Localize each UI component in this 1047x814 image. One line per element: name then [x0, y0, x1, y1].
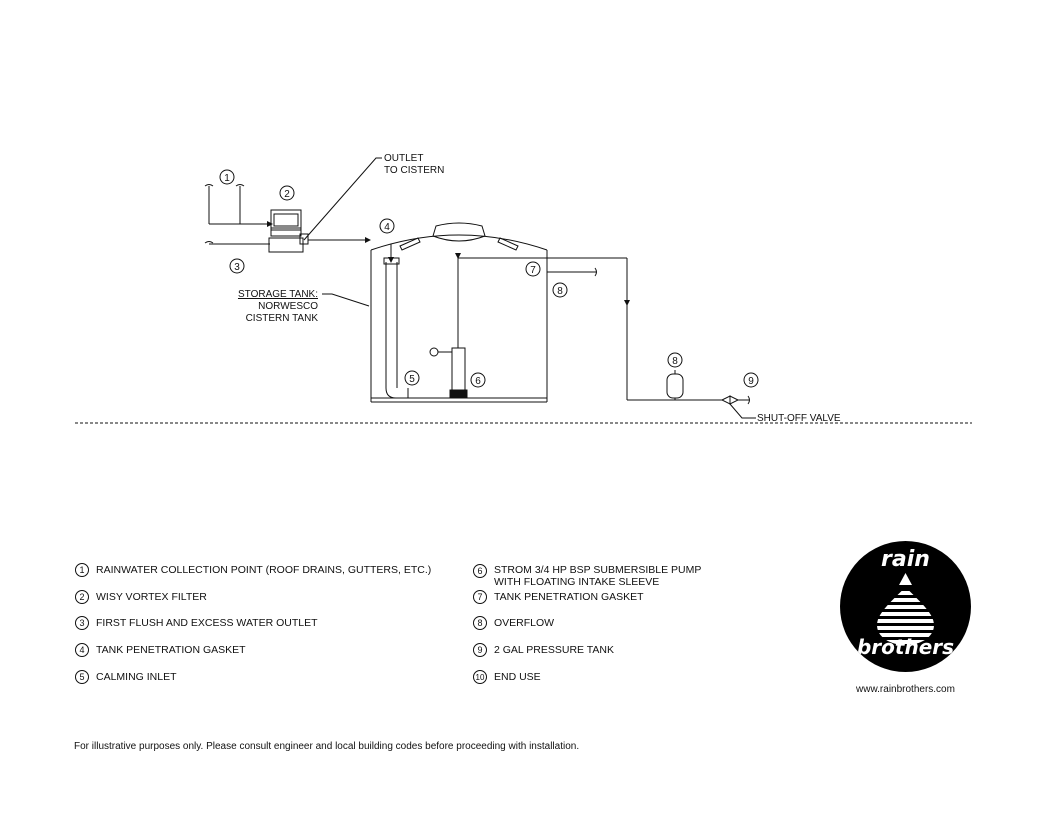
- storage-leader: [322, 293, 370, 307]
- logo-word-rain: rain: [881, 547, 930, 572]
- legend-text: WISY VORTEX FILTER: [96, 591, 207, 603]
- legend-text: FIRST FLUSH AND EXCESS WATER OUTLET: [96, 617, 318, 629]
- legend-text-line2: WITH FLOATING INTAKE SLEEVE: [494, 576, 660, 588]
- marker-5: 5: [404, 370, 420, 386]
- marker-7: 7: [525, 261, 541, 277]
- storage-label-line3: CISTERN TANK: [246, 313, 319, 324]
- logo-word-brothers: brothers: [856, 635, 955, 659]
- svg-text:7: 7: [530, 265, 536, 276]
- legend-number: 1: [75, 563, 89, 577]
- svg-text:1: 1: [224, 173, 230, 184]
- legend-item: 9 2 GAL PRESSURE TANK: [473, 643, 614, 657]
- legend-text: OVERFLOW: [494, 617, 555, 629]
- legend-item: 6 STROM 3/4 HP BSP SUBMERSIBLE PUMP WITH…: [473, 563, 701, 588]
- legend-text: TANK PENETRATION GASKET: [96, 644, 246, 656]
- vortex-filter: [268, 209, 309, 253]
- legend-number: 7: [473, 590, 487, 604]
- marker-6: 6: [470, 372, 486, 388]
- website-url: www.rainbrothers.com: [856, 684, 955, 695]
- shut-off-valve: [720, 395, 756, 419]
- svg-text:8: 8: [672, 356, 678, 367]
- svg-text:9: 9: [748, 376, 754, 387]
- legend-item: 7 TANK PENETRATION GASKET: [473, 590, 644, 604]
- svg-text:5: 5: [409, 374, 415, 385]
- legend-text: CALMING INLET: [96, 671, 177, 683]
- shutoff-label: SHUT-OFF VALVE: [757, 413, 841, 424]
- legend-number: 2: [75, 590, 89, 604]
- storage-tank: [370, 222, 548, 403]
- marker-8-pressure: 8: [667, 352, 683, 368]
- submersible-pump: [429, 253, 547, 399]
- svg-text:3: 3: [234, 262, 240, 273]
- rainwater-system-diagram: OUTLET TO CISTERN STORAGE TANK: NORWESCO…: [75, 153, 972, 424]
- legend-item: 5 CALMING INLET: [75, 670, 177, 684]
- legend-item: 1 RAINWATER COLLECTION POINT (ROOF DRAIN…: [75, 563, 431, 577]
- outlet-label-line2: TO CISTERN: [384, 165, 444, 176]
- legend-text: TANK PENETRATION GASKET: [494, 591, 644, 603]
- legend-text: END USE: [494, 671, 541, 683]
- legend-item: 8 OVERFLOW: [473, 616, 554, 630]
- svg-text:8: 8: [557, 286, 563, 297]
- legend-text: RAINWATER COLLECTION POINT (ROOF DRAINS,…: [96, 564, 432, 576]
- pressure-tank: [666, 370, 684, 400]
- legend-number: 6: [473, 564, 487, 578]
- legend-text: 2 GAL PRESSURE TANK: [494, 644, 615, 656]
- marker-4: 4: [379, 218, 395, 234]
- legend-number: 3: [75, 616, 89, 630]
- storage-label-line1: STORAGE TANK:: [238, 289, 318, 300]
- marker-2: 2: [279, 185, 295, 201]
- marker-1: 1: [219, 169, 235, 185]
- svg-text:2: 2: [284, 189, 290, 200]
- disclaimer: For illustrative purposes only. Please c…: [74, 741, 580, 752]
- legend-text-line1: STROM 3/4 HP BSP SUBMERSIBLE PUMP: [494, 564, 702, 576]
- outlet-piping: [547, 257, 722, 401]
- raindrop-icon: [877, 573, 934, 644]
- marker-9: 9: [743, 372, 759, 388]
- outlet-label-line1: OUTLET: [384, 153, 423, 164]
- svg-text:4: 4: [384, 222, 390, 233]
- first-flush-line: [204, 241, 270, 245]
- legend-item: 2 WISY VORTEX FILTER: [75, 590, 207, 604]
- marker-3: 3: [229, 258, 245, 274]
- legend-number: 9: [473, 643, 487, 657]
- legend-item: 3 FIRST FLUSH AND EXCESS WATER OUTLET: [75, 616, 318, 630]
- outlet-leader: [303, 157, 382, 241]
- legend-number: 4: [75, 643, 89, 657]
- rain-brothers-logo: rain brothers: [840, 541, 971, 672]
- calming-inlet: [383, 244, 409, 399]
- legend-item: 10 END USE: [473, 670, 541, 684]
- legend-number: 5: [75, 670, 89, 684]
- legend-number: 10: [473, 670, 487, 684]
- roof-drains: [204, 184, 273, 227]
- storage-label-line2: NORWESCO: [258, 301, 318, 312]
- marker-8-overflow: 8: [552, 282, 568, 298]
- legend-item: 4 TANK PENETRATION GASKET: [75, 643, 246, 657]
- legend-text: STROM 3/4 HP BSP SUBMERSIBLE PUMP WITH F…: [494, 563, 701, 588]
- legend-number: 8: [473, 616, 487, 630]
- svg-text:6: 6: [475, 376, 481, 387]
